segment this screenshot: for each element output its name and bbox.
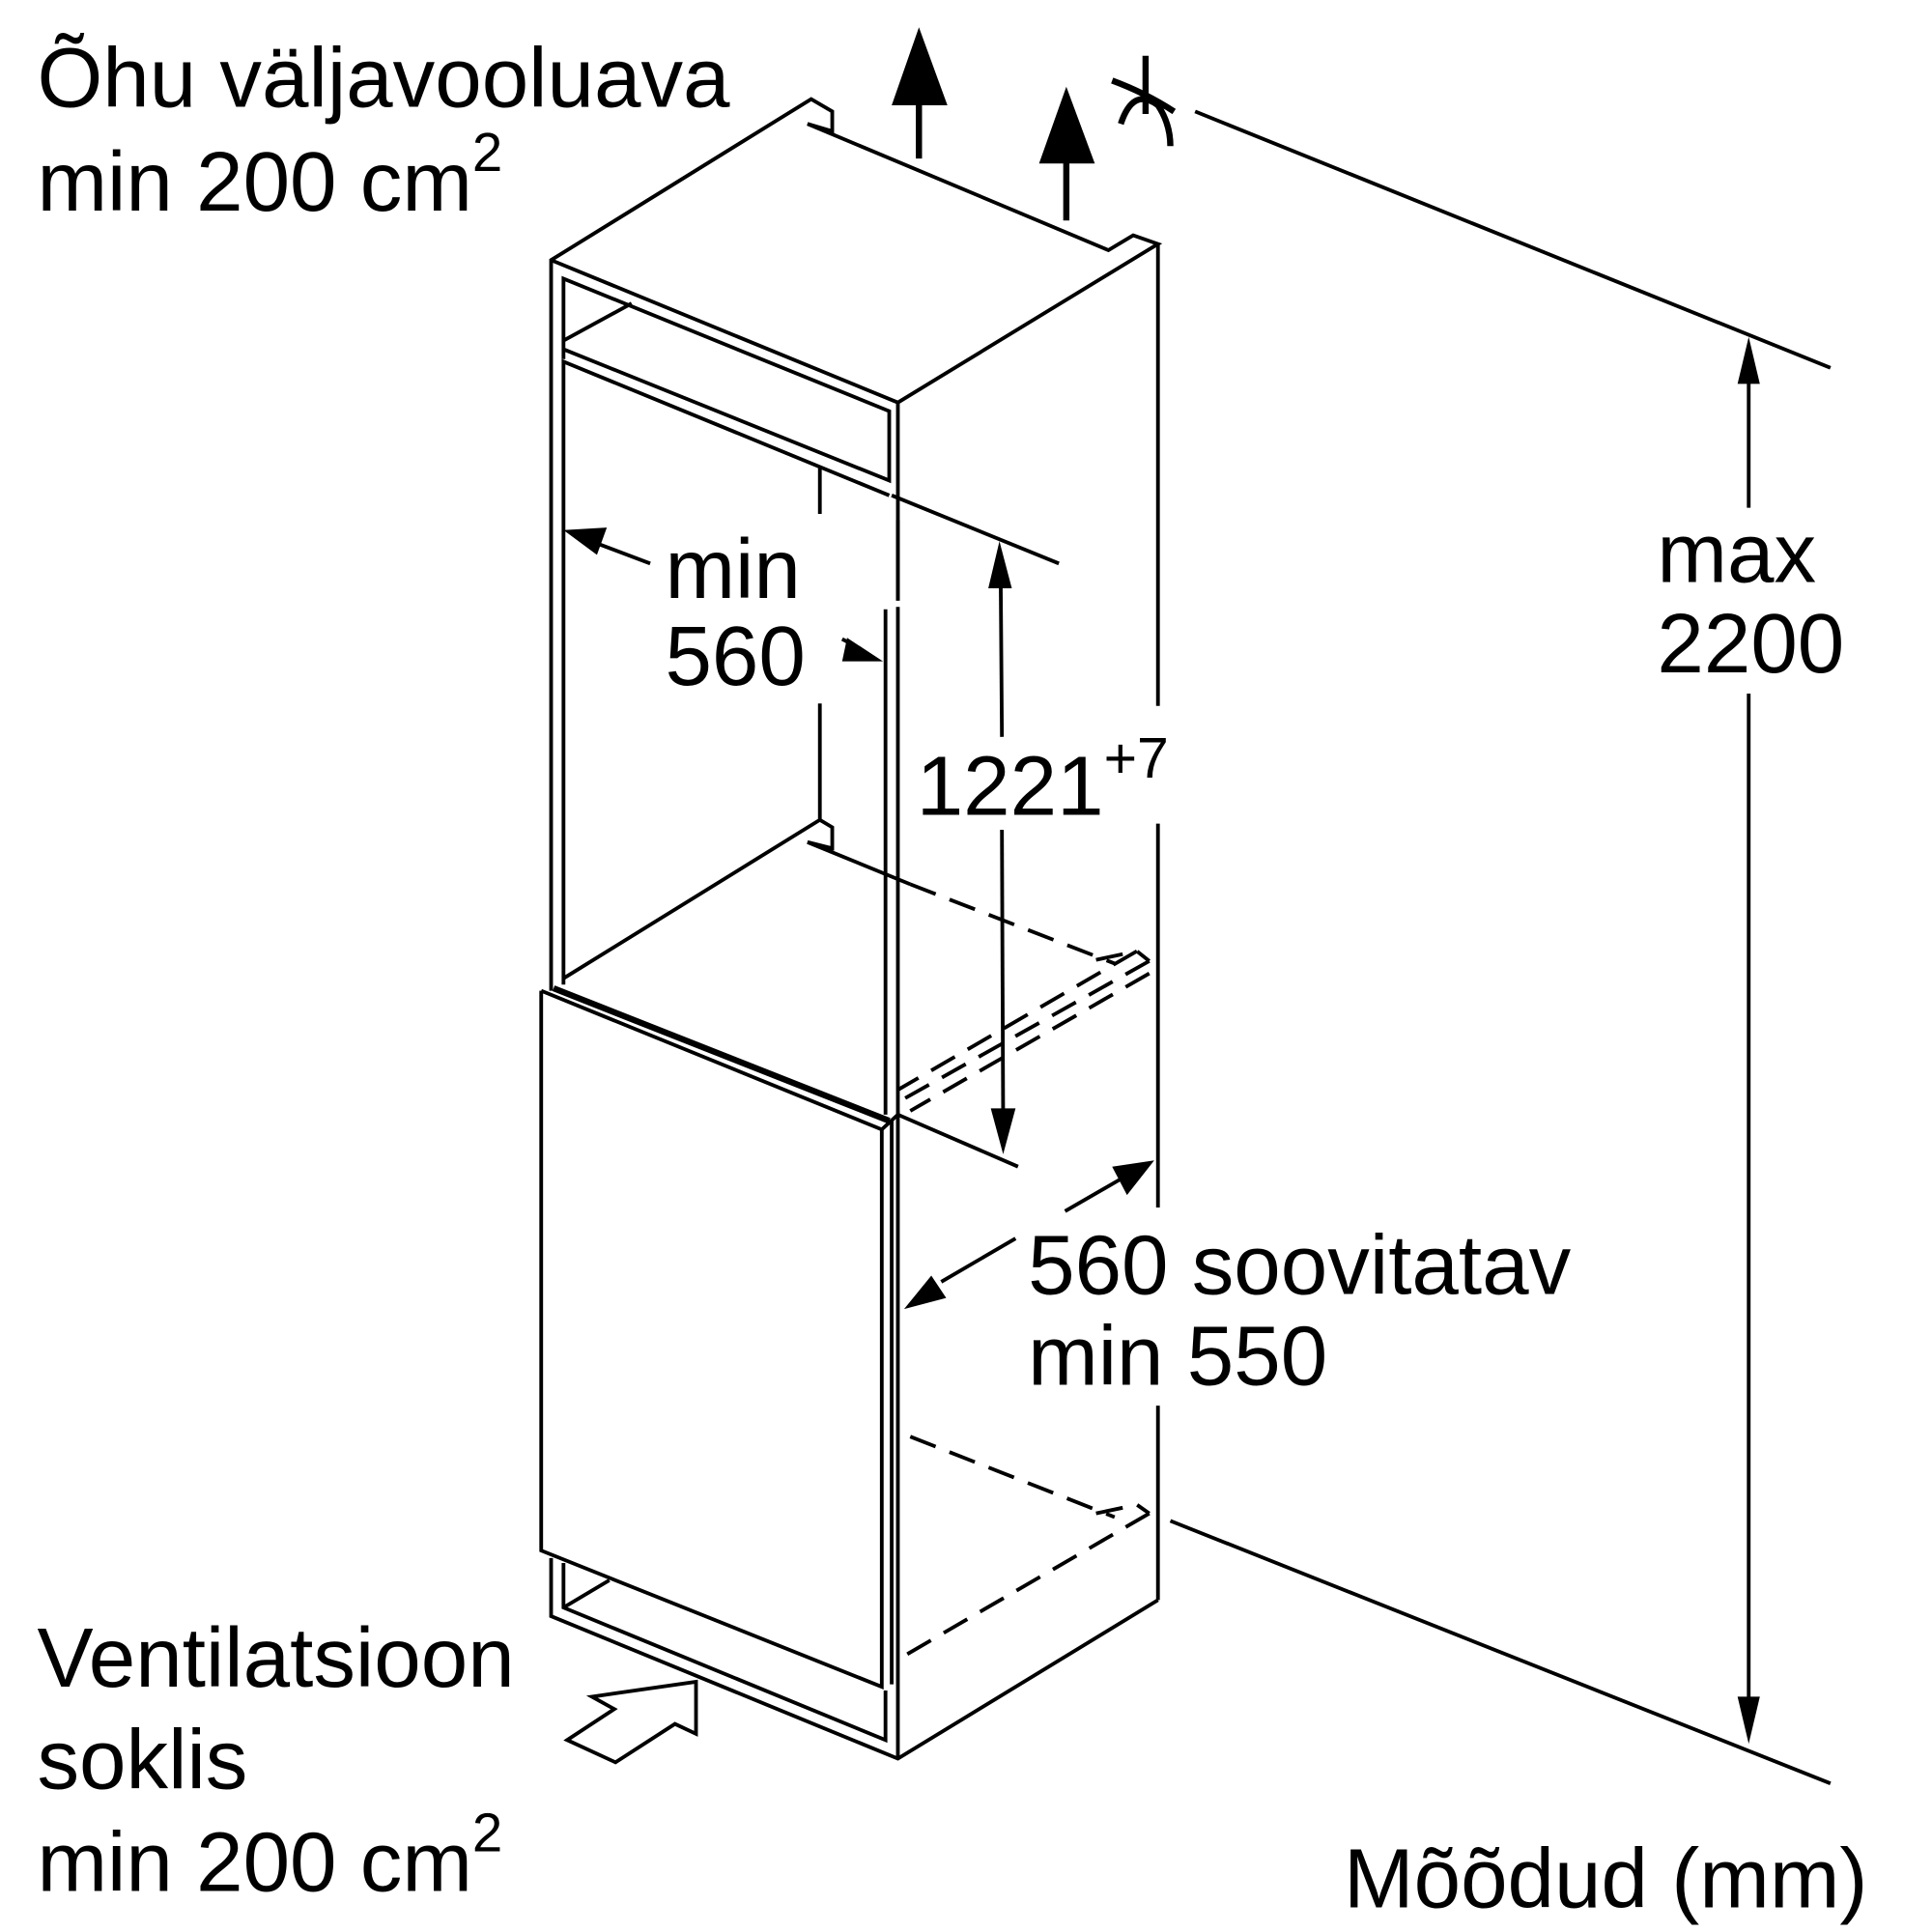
- air-outlet-arrows: [892, 27, 1095, 221]
- width-label-value: 560: [665, 610, 805, 703]
- arrow-up-icon: [1038, 86, 1095, 164]
- ventilation-label: Ventilatsioon: [37, 1611, 514, 1705]
- arrow-right-icon: [841, 638, 884, 662]
- niche-height-label: 1221+7: [917, 727, 1169, 833]
- dimension-depth: [903, 1160, 1154, 1310]
- width-label-min: min: [665, 523, 800, 616]
- arrow-up-right-icon: [1112, 1160, 1154, 1196]
- hidden-edges: [896, 882, 1151, 1662]
- cabinet-outline: [549, 97, 1163, 1601]
- ventilation-location: soklis: [37, 1713, 247, 1806]
- depth-min-label: min 550: [1028, 1309, 1327, 1403]
- units-label: Mõõdud (mm): [1344, 1832, 1867, 1925]
- arrow-right-icon: [563, 1679, 698, 1765]
- dimension-niche-height: [891, 494, 1060, 1169]
- dimension-max-height: [1169, 109, 1832, 1785]
- arrow-down-icon: [990, 1108, 1016, 1154]
- air-outlet-label: Õhu väljavooluava: [37, 31, 730, 125]
- ventilation-area: min 200 cm2: [37, 1803, 502, 1910]
- arrow-up-icon: [988, 541, 1012, 588]
- air-outlet-area: min 200 cm2: [37, 122, 502, 229]
- arrow-up-icon: [1737, 336, 1760, 384]
- arrow-left-icon: [563, 527, 608, 555]
- depth-recommended-label: 560 soovitatav: [1028, 1219, 1571, 1313]
- arrow-down-left-icon: [903, 1275, 947, 1310]
- max-height-label: max: [1657, 507, 1816, 601]
- max-height-value: 2200: [1657, 597, 1844, 691]
- wall-anchor-icon: [1111, 55, 1177, 147]
- ventilation-inlet-arrow: [563, 1679, 698, 1765]
- arrow-up-icon: [892, 27, 948, 105]
- arrow-down-icon: [1737, 1696, 1760, 1745]
- dimension-width: [563, 527, 884, 662]
- plinth: [549, 1557, 1159, 1761]
